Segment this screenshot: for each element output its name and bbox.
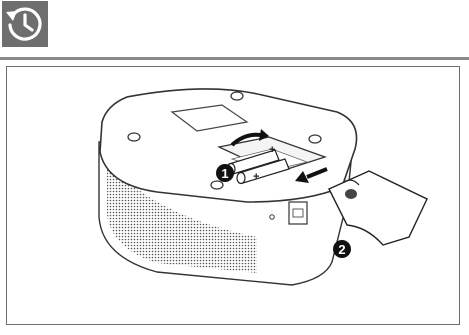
- history-icon: [2, 1, 48, 47]
- side-hole: [270, 215, 274, 219]
- callout-1: 1: [216, 164, 234, 182]
- history-icon-box: [2, 1, 48, 47]
- foot: [231, 92, 243, 100]
- foot: [309, 135, 321, 143]
- foot: [128, 133, 140, 141]
- illustration-frame: + + 1 2: [6, 66, 460, 325]
- polarity-mark: +: [269, 144, 275, 156]
- svg-text:2: 2: [338, 242, 345, 257]
- projector-battery-illustration: + + 1 2: [7, 67, 461, 326]
- battery-cover: [329, 171, 427, 245]
- polarity-mark: +: [253, 171, 259, 183]
- foot: [211, 181, 223, 189]
- svg-text:1: 1: [221, 166, 228, 181]
- callout-2: 2: [333, 240, 351, 258]
- header-rule: [0, 57, 469, 60]
